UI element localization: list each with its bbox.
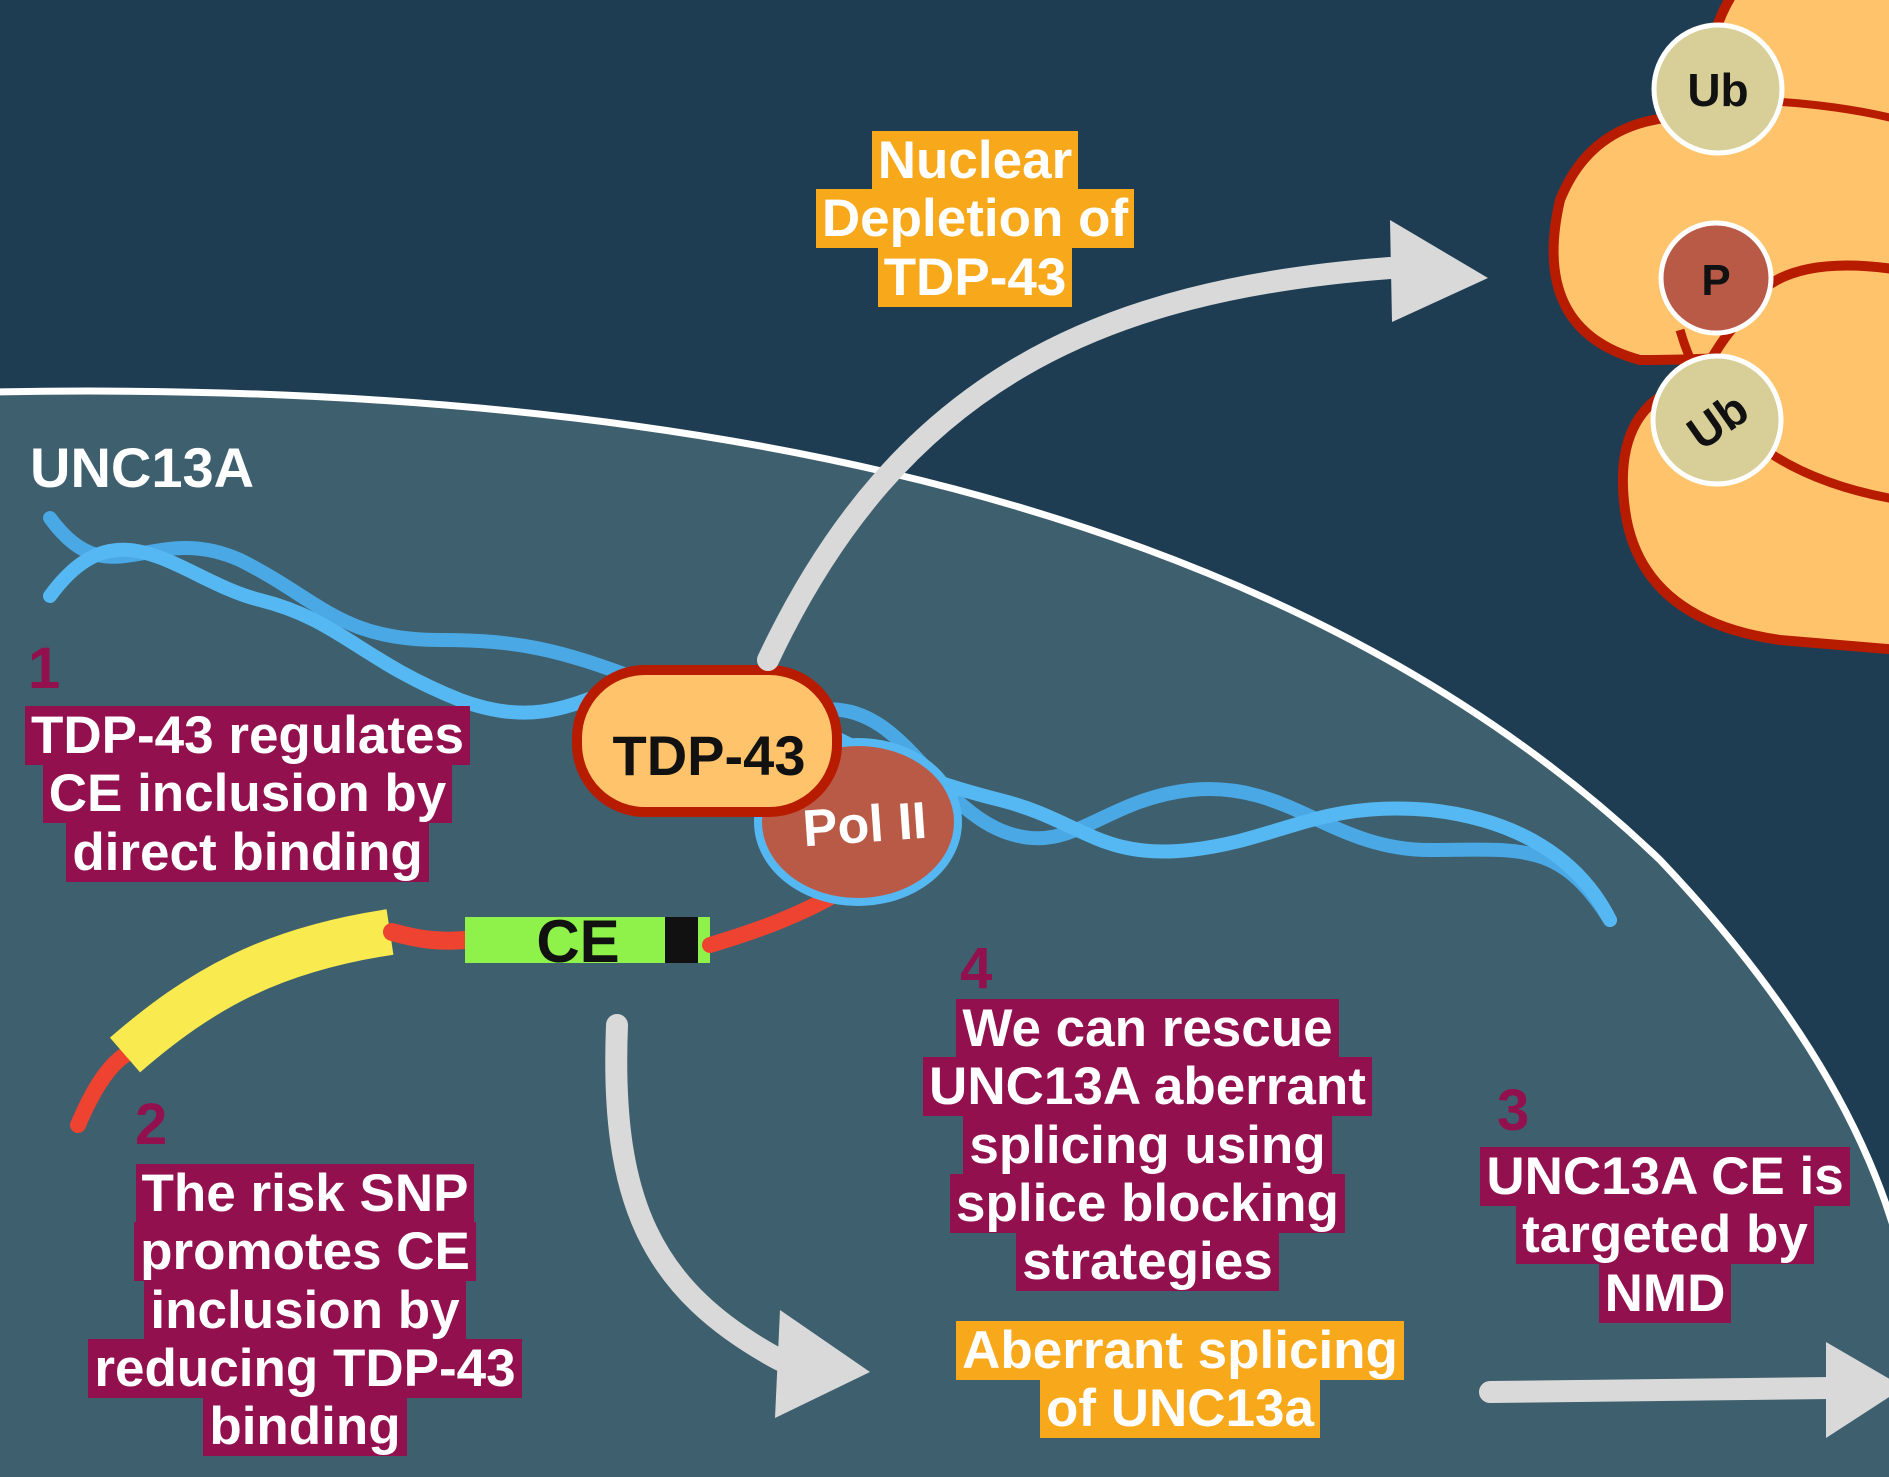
ubiquitin-marker (1651, 22, 1785, 156)
label-line: UNC13A CE is (1480, 1147, 1850, 1206)
label-line: promotes CE (134, 1222, 476, 1282)
label-line: Aberrant splicing (956, 1321, 1404, 1380)
unc13a-pre-mrna (70, 884, 848, 1133)
nuclear-export-arrow (757, 257, 1401, 671)
step-3-text: UNC13A CE is targeted by NMD (1455, 1147, 1875, 1323)
tdp43-protein-label: TDP-43 (613, 724, 806, 787)
label-line: splice blocking (950, 1173, 1345, 1233)
step-1-number: 1 (28, 636, 61, 701)
label-line: We can rescue (956, 999, 1339, 1058)
step-1-text: TDP-43 regulates CE inclusion by direct … (0, 706, 495, 882)
exon-segment (109, 909, 394, 1073)
nuclear-export-arrowhead (1390, 220, 1488, 322)
ubiquitin-marker (1650, 353, 1784, 487)
ubiquitin-marker-label: Ub (1687, 64, 1748, 116)
label-line: CE inclusion by (42, 764, 453, 824)
step-2-text: The risk SNP promotes CE inclusion by re… (55, 1164, 555, 1457)
nmd-arrow (1479, 1377, 1841, 1403)
cryptic-exon-label: CE (536, 908, 619, 975)
label-line: Depletion of (815, 189, 1135, 249)
pol-ii-label: Pol II (801, 792, 929, 859)
label-line: splicing using (963, 1115, 1332, 1175)
nmd-arrowhead (1826, 1342, 1889, 1438)
nuclear-depletion-label: Nuclear Depletion of TDP-43 (790, 131, 1160, 307)
label-line: TDP-43 regulates (25, 706, 470, 765)
label-line: inclusion by (144, 1280, 466, 1340)
label-line: direct binding (66, 822, 429, 882)
step-2-number: 2 (135, 1092, 168, 1157)
label-line: binding (203, 1397, 407, 1457)
label-line: targeted by (1516, 1205, 1814, 1265)
tdp43-protein (572, 665, 842, 817)
step-4-number: 4 (960, 936, 993, 1001)
arrows (605, 220, 1889, 1438)
label-line: of UNC13a (1039, 1379, 1320, 1439)
phosphorylation-marker-label: P (1701, 256, 1730, 305)
aberrant-splicing-label: Aberrant splicing of UNC13a (900, 1321, 1460, 1439)
dna-strand (43, 542, 647, 720)
label-line: The risk SNP (135, 1164, 475, 1223)
label-line: TDP-43 (877, 247, 1073, 307)
step-3-number: 3 (1497, 1078, 1530, 1143)
splicing-arrow (605, 1014, 791, 1371)
rna-segment (70, 1047, 133, 1133)
gene-label: UNC13A (30, 436, 254, 499)
label-line: reducing TDP-43 (88, 1338, 522, 1398)
nuclear-membrane (0, 387, 1889, 1225)
label-line: NMD (1598, 1263, 1732, 1323)
step-4-text: We can rescue UNC13A aberrant splicing u… (880, 999, 1415, 1292)
tdp43-aggregate: Ub P Ub (1548, 0, 1889, 655)
label-line: Nuclear (871, 131, 1079, 190)
label-line: strategies (1016, 1232, 1279, 1292)
rna-segment (383, 923, 474, 950)
splicing-arrowhead (775, 1310, 870, 1418)
phosphorylation-marker (1658, 220, 1774, 336)
label-line: UNC13A aberrant (923, 1057, 1372, 1117)
